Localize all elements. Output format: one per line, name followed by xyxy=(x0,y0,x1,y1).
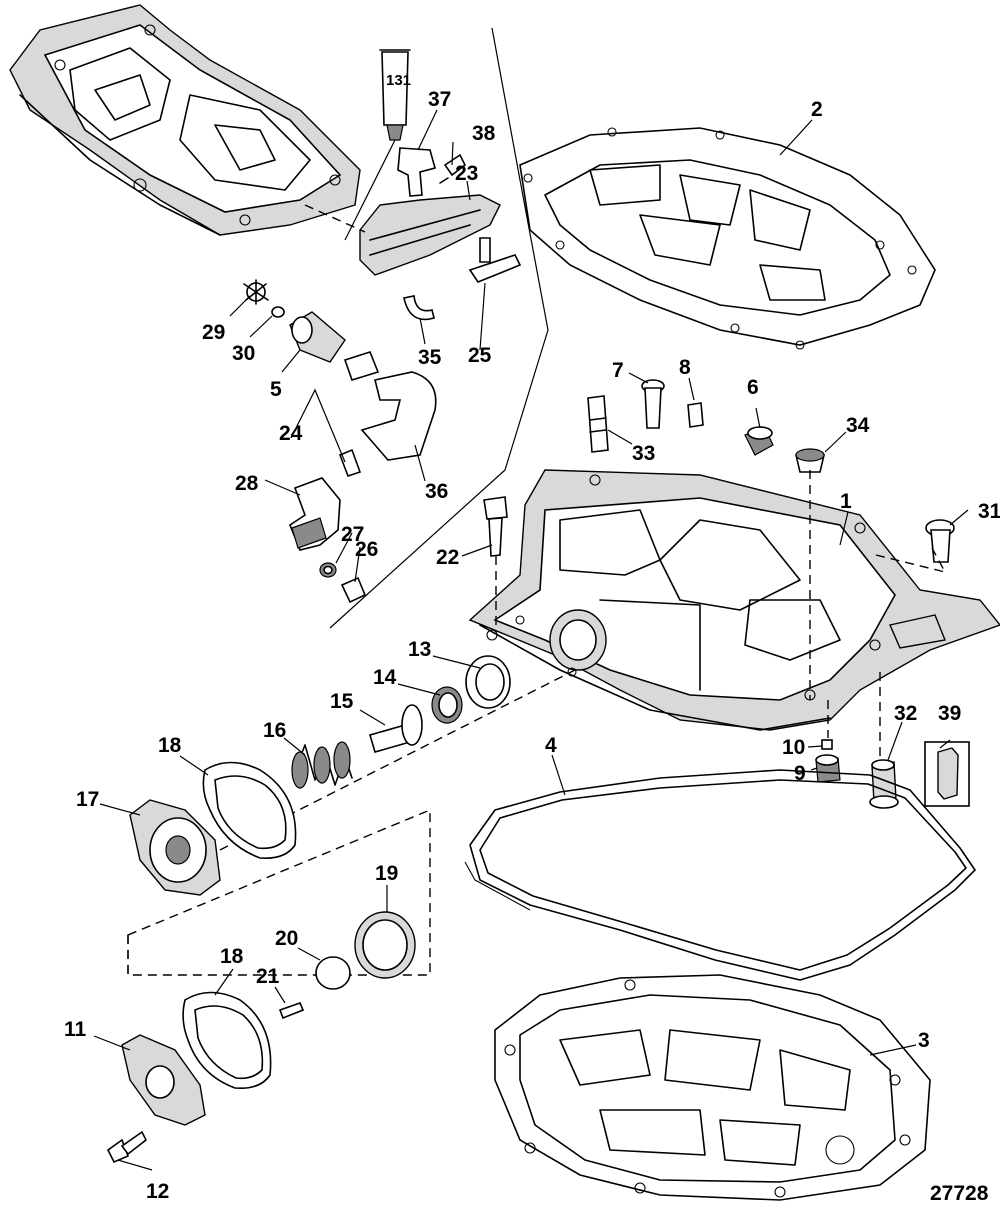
seal-ring-4-part xyxy=(464,769,976,981)
small-hose-part xyxy=(403,295,435,321)
seal-9-part xyxy=(815,754,841,783)
gasket-upper-part xyxy=(519,127,936,350)
callout-15: 15 xyxy=(330,690,354,713)
callout-3: 3 xyxy=(918,1029,930,1052)
callout-31: 31 xyxy=(978,500,1000,523)
inset-adapter-plate xyxy=(9,4,361,236)
screw-part xyxy=(439,153,467,184)
valve-15-part xyxy=(369,704,423,753)
washer-part xyxy=(271,306,285,318)
pump-cover-17-part xyxy=(129,799,221,896)
callout-18a: 18 xyxy=(158,734,182,757)
callout-labels: 1 2 3 4 5 6 7 8 9 10 11 12 13 14 15 16 1… xyxy=(64,88,1000,1203)
bracket-part xyxy=(397,147,436,197)
oring-hole xyxy=(323,565,333,575)
callout-6: 6 xyxy=(747,376,759,399)
bolt-22-part xyxy=(483,496,508,557)
callout-17: 17 xyxy=(76,788,99,811)
callout-37: 37 xyxy=(428,88,451,111)
callout-38: 38 xyxy=(472,122,496,145)
callout-33: 33 xyxy=(632,442,655,465)
gasket-18-lower-part xyxy=(182,991,272,1090)
callout-13: 13 xyxy=(408,638,431,661)
callout-30: 30 xyxy=(232,342,255,365)
dash-leader-31 xyxy=(875,547,947,574)
callout-34: 34 xyxy=(846,414,870,437)
hose-clamp-part xyxy=(343,351,380,381)
callout-32: 32 xyxy=(894,702,917,725)
figure-number: 27728 xyxy=(930,1182,989,1205)
cover-19-part xyxy=(354,911,416,979)
callout-19: 19 xyxy=(375,862,398,885)
bushing-10-part xyxy=(821,739,833,750)
callout-20: 20 xyxy=(275,927,298,950)
fitting-33-part xyxy=(587,395,609,453)
fitting-part xyxy=(468,237,522,283)
callout-7: 7 xyxy=(612,359,624,382)
callout-28: 28 xyxy=(235,472,259,495)
callout-2: 2 xyxy=(811,98,823,121)
gasket-18-upper-part xyxy=(202,761,297,860)
inset-divider-line xyxy=(329,27,549,629)
callout-26: 26 xyxy=(355,538,378,561)
callout-12: 12 xyxy=(146,1180,169,1203)
plug-34-part xyxy=(794,448,826,473)
pin-7-part xyxy=(641,379,665,429)
callout-1: 1 xyxy=(840,490,852,513)
sealant-tube: 131 xyxy=(379,49,411,141)
callout-16: 16 xyxy=(263,719,286,742)
callout-21: 21 xyxy=(256,965,280,988)
alt-parts-dash-box xyxy=(127,808,431,976)
screw-21-part xyxy=(278,1001,305,1020)
bushing-31-part xyxy=(925,519,955,563)
callout-10: 10 xyxy=(782,736,805,759)
hex-standoff-39-part xyxy=(924,741,970,807)
inset-leader-131 xyxy=(344,139,396,241)
callout-18b: 18 xyxy=(220,945,244,968)
callout-22: 22 xyxy=(436,546,459,569)
seal-14-part xyxy=(431,686,463,724)
star-washer-part xyxy=(243,279,269,305)
disc-20-part xyxy=(315,956,351,990)
callout-8: 8 xyxy=(679,356,691,379)
callout-14: 14 xyxy=(373,666,397,689)
leader-lines xyxy=(93,109,969,1171)
spring-16-part xyxy=(291,741,353,789)
callout-23: 23 xyxy=(455,162,478,185)
cover-11-part xyxy=(121,1034,206,1126)
callout-39: 39 xyxy=(938,702,961,725)
water-cover-part xyxy=(359,194,501,276)
dowel-8-part xyxy=(687,402,704,428)
hose-fitting-part xyxy=(289,311,346,363)
gasket-lower-3-part xyxy=(494,974,931,1201)
callout-24: 24 xyxy=(279,422,303,445)
callout-25: 25 xyxy=(468,344,492,367)
callout-11: 11 xyxy=(64,1018,87,1041)
bolt-12-part xyxy=(106,1130,148,1164)
callout-35: 35 xyxy=(418,346,442,369)
callout-36: 36 xyxy=(425,480,448,503)
elbow-fitting-part xyxy=(289,477,341,551)
seal-13-part xyxy=(465,655,511,709)
sealant-tube-label: 131 xyxy=(386,72,411,89)
clamp-buckle-part xyxy=(338,448,362,478)
plug-6-part xyxy=(744,426,774,456)
plug-part xyxy=(340,576,367,604)
inset-dash-leader xyxy=(304,204,366,233)
callout-9: 9 xyxy=(794,762,806,785)
callout-29: 29 xyxy=(202,321,225,344)
callout-4: 4 xyxy=(545,734,557,757)
elbow-hose-part xyxy=(360,371,437,461)
adapter-plate-main-part xyxy=(468,469,1000,731)
callout-27: 27 xyxy=(341,523,364,546)
callout-5: 5 xyxy=(270,378,282,401)
